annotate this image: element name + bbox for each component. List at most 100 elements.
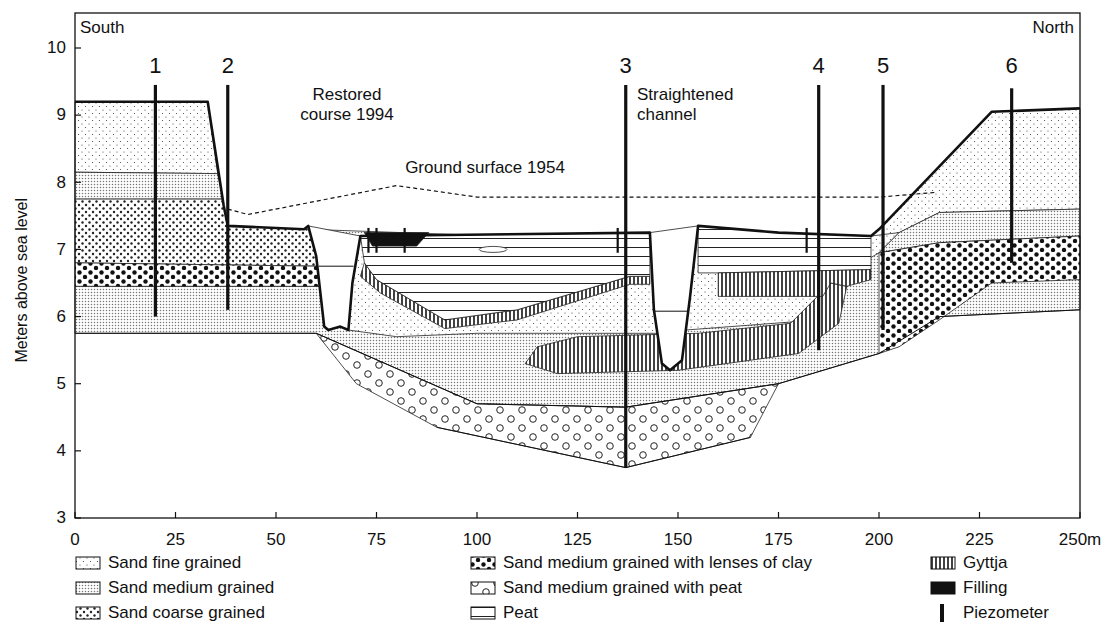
peat-lens — [479, 246, 507, 252]
axis-tick — [75, 316, 81, 317]
legend-text: Gyttja — [963, 553, 1007, 573]
piezometer — [881, 85, 884, 330]
legend-text: Sand medium grained with lenses of clay — [503, 553, 812, 573]
axis-tick — [476, 512, 477, 518]
legend-swatch — [75, 553, 101, 573]
piezometer — [367, 228, 369, 253]
piezometer — [806, 228, 808, 253]
axis-tick — [778, 512, 779, 518]
axis-number: 10 — [47, 38, 66, 58]
piezometer — [817, 85, 820, 350]
pattern-sample — [931, 557, 955, 569]
piezometer — [375, 228, 377, 253]
axis-number: 250m — [1059, 530, 1102, 550]
pattern-sample — [471, 607, 495, 619]
ground-1954-line — [228, 186, 936, 215]
legend-text: Piezometer — [963, 603, 1049, 623]
legend-text: Peat — [503, 603, 538, 623]
surface-label: Ground surface 1954 — [402, 158, 568, 178]
legend-swatch — [470, 553, 496, 573]
axis-tick — [878, 512, 879, 518]
legend-swatch — [930, 553, 956, 573]
piezometer — [1010, 88, 1013, 263]
legend-text: Filling — [963, 578, 1007, 598]
boundary-line — [319, 266, 354, 267]
axis-tick — [677, 512, 678, 518]
soil-layer — [348, 233, 662, 337]
axis-number: 5 — [57, 374, 66, 394]
piezometer — [617, 228, 619, 253]
soil-layer — [718, 270, 871, 297]
callout-number: 3 — [620, 53, 632, 78]
plot-frame — [75, 13, 1080, 518]
pattern-sample — [931, 582, 955, 594]
axis-number: 4 — [57, 441, 66, 461]
axis-number: 125 — [563, 530, 591, 550]
pattern-sample — [76, 557, 100, 569]
axis-tick — [75, 383, 81, 384]
soil-layer — [75, 172, 223, 199]
axis-tick — [275, 512, 276, 518]
axis-number: 3 — [57, 508, 66, 528]
axis-number: 9 — [57, 105, 66, 125]
axis-number: 0 — [70, 530, 79, 550]
axis-number: 6 — [57, 307, 66, 327]
axis-number: 175 — [764, 530, 792, 550]
legend-swatch — [75, 578, 101, 598]
axis-tick — [75, 249, 81, 250]
direction-label: South — [80, 18, 124, 38]
direction-label: North — [1032, 18, 1074, 38]
pattern-sample — [76, 607, 100, 619]
axis-tick — [577, 512, 578, 518]
soil-layer — [682, 226, 899, 330]
pattern-sample — [471, 582, 495, 594]
piezometer — [154, 85, 157, 317]
piezometer-symbol — [940, 604, 944, 622]
legend-text: Sand medium grained — [108, 578, 274, 598]
axis-number: 150 — [664, 530, 692, 550]
axis-tick — [979, 512, 980, 518]
axis-tick — [75, 182, 81, 183]
boundary-line — [654, 311, 688, 312]
boundary-line — [75, 310, 1080, 407]
axis-number: 75 — [367, 530, 386, 550]
soil-layer — [75, 199, 318, 266]
axis-title: Meters above sea level — [13, 198, 31, 363]
axis-number: 25 — [166, 530, 185, 550]
piezometer — [404, 228, 406, 253]
piezometer — [624, 85, 627, 468]
boundary-line — [437, 427, 751, 467]
channel-label: Straightened channel — [637, 85, 749, 124]
callout-number: 2 — [222, 53, 234, 78]
boundary-line — [75, 102, 1080, 371]
legend-text: Sand fine grained — [108, 553, 241, 573]
soil-layer — [75, 263, 321, 287]
legend-text: Sand coarse grained — [108, 603, 265, 623]
axis-number: 7 — [57, 240, 66, 260]
legend-swatch — [930, 578, 956, 598]
axis-tick — [376, 512, 377, 518]
callout-number: 5 — [877, 53, 889, 78]
legend-swatch — [75, 603, 101, 623]
axis-number: 8 — [57, 173, 66, 193]
pattern-sample — [76, 582, 100, 594]
legend-swatch — [930, 603, 956, 623]
legend-swatch — [470, 603, 496, 623]
channel-label: Restored course 1994 — [295, 85, 399, 124]
axis-tick — [75, 115, 81, 116]
legend-text: Sand medium grained with peat — [503, 578, 742, 598]
soil-layer — [879, 236, 1080, 354]
legend-swatch — [470, 578, 496, 598]
axis-tick — [175, 512, 176, 518]
pattern-sample — [471, 557, 495, 569]
axis-tick — [75, 450, 81, 451]
axis-number: 50 — [267, 530, 286, 550]
callout-number: 4 — [813, 53, 825, 78]
axis-number: 100 — [463, 530, 491, 550]
callout-number: 1 — [149, 53, 161, 78]
section-lines — [75, 48, 1080, 518]
axis-number: 225 — [965, 530, 993, 550]
axis-tick — [75, 47, 81, 48]
piezometer — [226, 85, 229, 310]
callout-number: 6 — [1006, 53, 1018, 78]
